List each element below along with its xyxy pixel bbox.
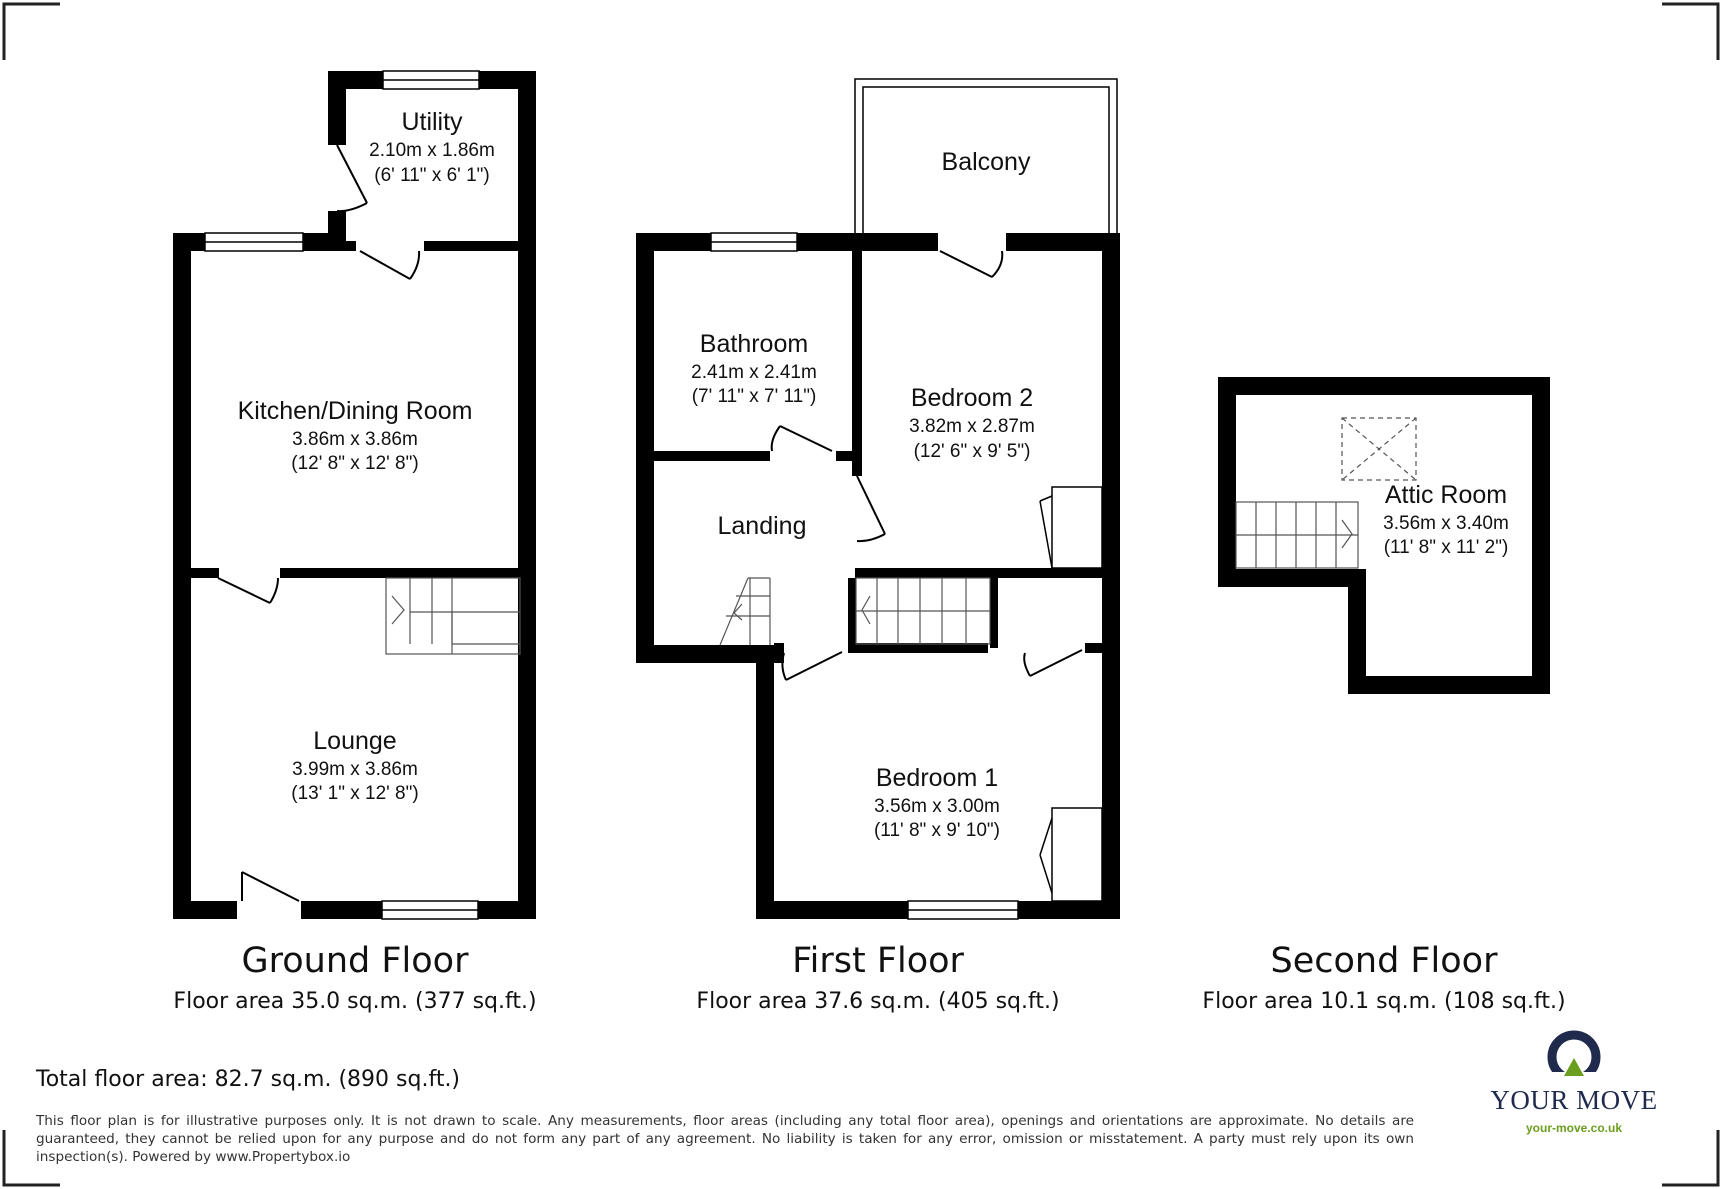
first-doors	[770, 250, 1083, 681]
room-name-lounge: Lounge	[313, 727, 396, 755]
room-imperial-utility: (6' 11" x 6' 1")	[374, 165, 489, 186]
room-metric-utility: 2.10m x 1.86m	[369, 140, 495, 161]
room-imperial-bathroom: (7' 11" x 7' 11")	[692, 386, 817, 407]
brand-mark-icon	[1547, 1030, 1601, 1086]
room-imperial-attic: (11' 8" x 11' 2")	[1384, 537, 1509, 558]
ground-floor-area: Floor area 35.0 sq.m. (377 sq.ft.)	[173, 989, 536, 1014]
second-walls	[1218, 377, 1550, 694]
first-wardrobes	[1039, 486, 1103, 902]
first-windows	[710, 232, 1019, 920]
brand-url[interactable]: your-move.co.uk	[1525, 1121, 1623, 1135]
room-metric-kitchen: 3.86m x 3.86m	[292, 429, 418, 450]
brand-logo: YOUR MOVE your-move.co.uk	[1482, 1028, 1666, 1140]
room-metric-lounge: 3.99m x 3.86m	[292, 759, 418, 780]
room-name-kitchen: Kitchen/Dining Room	[238, 397, 473, 425]
first-floor-plan: Balcony Bathroom 2.41m x 2.41m (7' 11" x…	[636, 78, 1120, 920]
ground-floor-plan: Utility 2.10m x 1.86m (6' 11" x 6' 1") K…	[173, 70, 536, 920]
first-floor-title: First Floor	[792, 941, 964, 981]
second-floor-title: Second Floor	[1270, 941, 1498, 981]
room-name-utility: Utility	[401, 108, 463, 136]
room-metric-attic: 3.56m x 3.40m	[1383, 513, 1509, 534]
room-metric-bathroom: 2.41m x 2.41m	[691, 362, 817, 383]
second-floor-plan: Attic Room 3.56m x 3.40m (11' 8" x 11' 2…	[1218, 377, 1550, 694]
room-imperial-kitchen: (12' 8" x 12' 8")	[291, 453, 418, 474]
ground-door-gaps	[219, 145, 424, 919]
total-floor-area: Total floor area: 82.7 sq.m. (890 sq.ft.…	[36, 1067, 461, 1092]
room-name-bedroom2: Bedroom 2	[911, 384, 1033, 412]
second-stairs-icon	[1235, 501, 1359, 569]
room-name-landing: Landing	[718, 512, 807, 540]
first-stairs-icon	[719, 577, 991, 646]
first-floor-area: Floor area 37.6 sq.m. (405 sq.ft.)	[696, 989, 1059, 1014]
roof-light-icon	[1341, 417, 1417, 481]
room-name-bathroom: Bathroom	[700, 330, 808, 358]
room-metric-bedroom1: 3.56m x 3.00m	[874, 796, 1000, 817]
room-imperial-lounge: (13' 1" x 12' 8")	[291, 783, 418, 804]
ground-doors	[217, 144, 421, 902]
ground-stairs-icon	[385, 577, 521, 655]
room-metric-bedroom2: 3.82m x 2.87m	[909, 416, 1035, 437]
second-floor-area: Floor area 10.1 sq.m. (108 sq.ft.)	[1202, 989, 1565, 1014]
room-name-balcony: Balcony	[942, 148, 1031, 176]
room-name-attic: Attic Room	[1385, 481, 1507, 509]
ground-floor-title: Ground Floor	[242, 941, 470, 981]
room-imperial-bedroom1: (11' 8" x 9' 10")	[874, 820, 1000, 841]
ground-windows	[204, 70, 480, 920]
room-name-bedroom1: Bedroom 1	[876, 764, 998, 792]
room-imperial-bedroom2: (12' 6" x 9' 5")	[914, 441, 1031, 462]
brand-name: YOUR MOVE	[1490, 1085, 1658, 1115]
disclaimer-text: This floor plan is for illustrative purp…	[36, 1113, 1414, 1165]
first-door-gaps	[770, 233, 1085, 665]
